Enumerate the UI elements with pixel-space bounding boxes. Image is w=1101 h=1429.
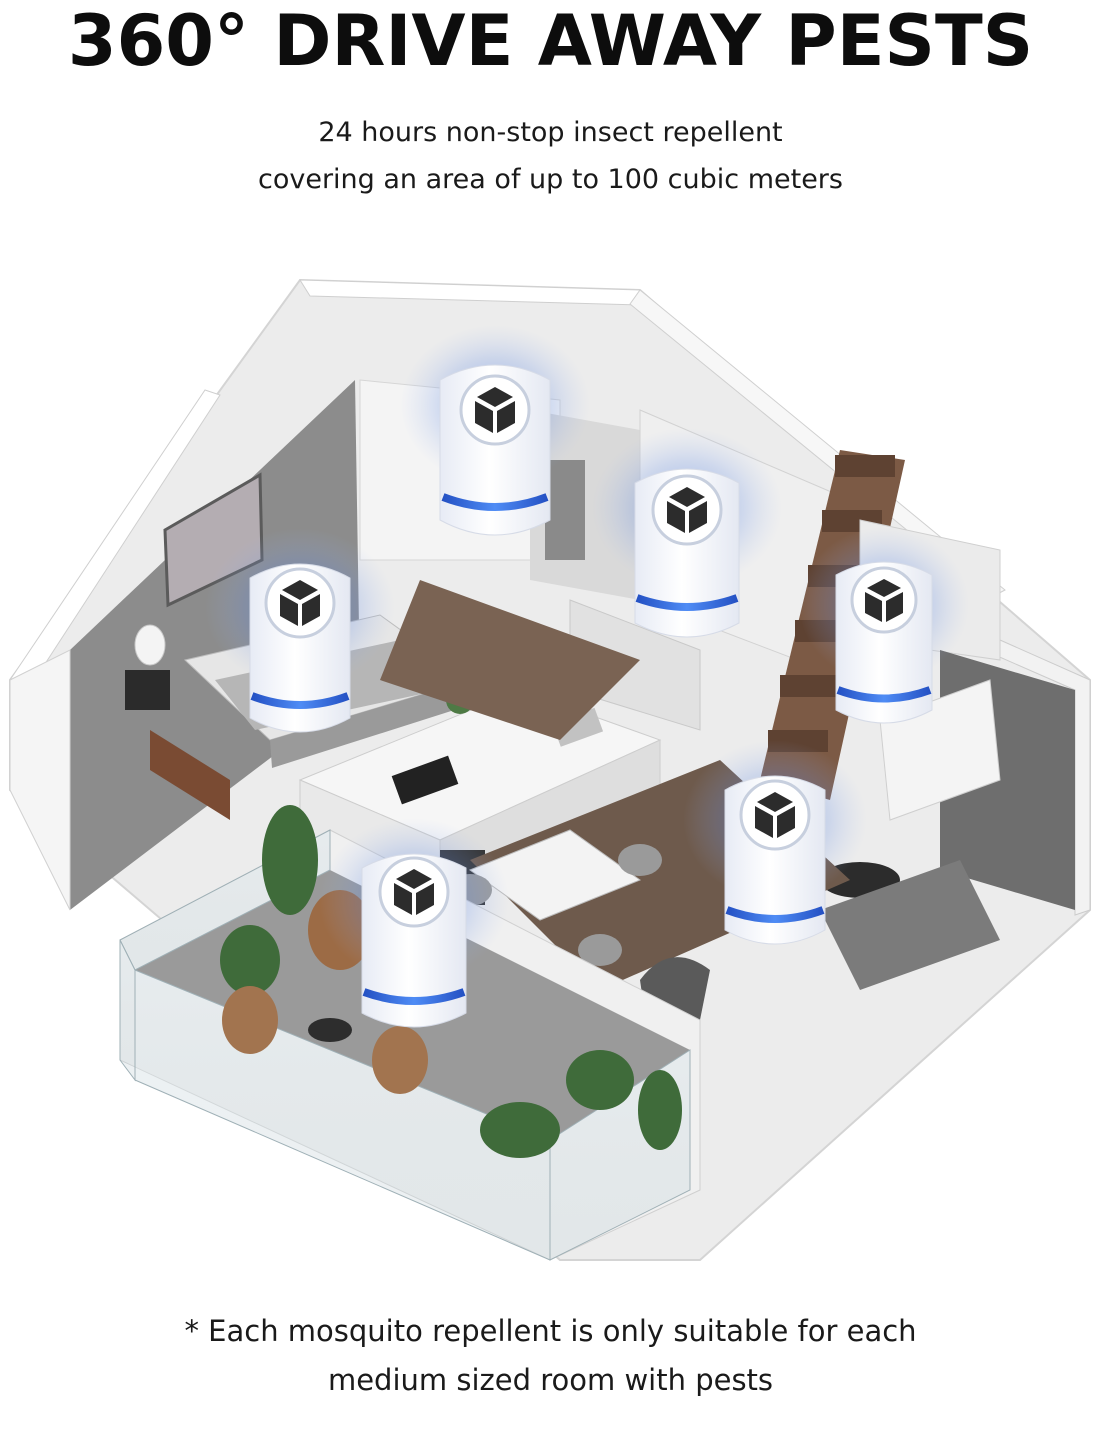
- page-headline: 360° DRIVE AWAY PESTS: [67, 0, 1034, 82]
- repeller-device: [683, 740, 867, 945]
- vent-grille-icon: [475, 387, 515, 433]
- footnote-line-2: medium sized room with pests: [327, 1363, 774, 1397]
- vent-grille-icon: [394, 869, 434, 915]
- subtitle-line-1: 24 hours non-stop insect repellent: [318, 117, 783, 148]
- repeller-device: [205, 528, 395, 733]
- vent-grille-icon: [667, 487, 707, 533]
- repeller-device: [799, 527, 969, 724]
- apartment-illustration: [9, 278, 1091, 1261]
- balcony-area: [119, 805, 701, 1261]
- repeller-device: [592, 428, 782, 638]
- subtitle-line-2: covering an area of up to 100 cubic mete…: [258, 164, 843, 195]
- repeller-device: [400, 325, 590, 536]
- vent-grille-icon: [280, 580, 320, 626]
- vent-grille-icon: [755, 792, 795, 838]
- vent-grille-icon: [865, 579, 903, 622]
- footnote-line-1: * Each mosquito repellent is only suitab…: [184, 1314, 917, 1348]
- repeller-device: [319, 818, 509, 1028]
